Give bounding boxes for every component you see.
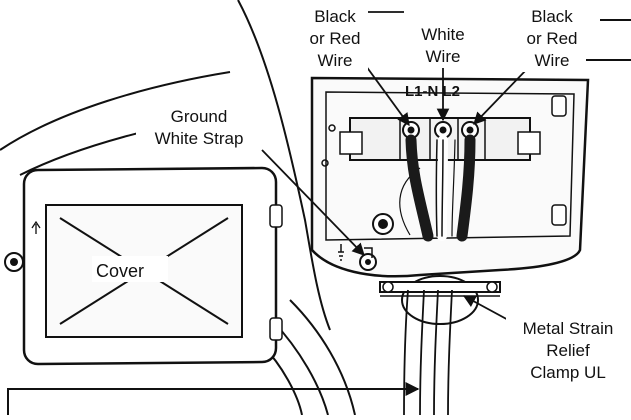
label-black-red-left: Black or Red Wire: [309, 7, 360, 70]
svg-text:White Strap: White Strap: [155, 129, 244, 148]
label-strain-relief: Metal Strain Relief Clamp UL: [523, 319, 614, 382]
access-cover: Cover: [4, 166, 283, 366]
label-black-red-right: Black or Red Wire: [526, 7, 577, 70]
svg-text:White: White: [421, 25, 464, 44]
strain-relief-clamp: [379, 275, 501, 325]
svg-text:Ground: Ground: [171, 107, 228, 126]
cover-label: Cover: [96, 261, 144, 281]
label-ground-strap: Ground White Strap: [155, 107, 244, 148]
ground-symbol-icon: [338, 244, 344, 261]
svg-text:or Red: or Red: [526, 29, 577, 48]
arrow-up-icon: [31, 220, 41, 234]
svg-text:Wire: Wire: [426, 47, 461, 66]
supply-wires: [405, 134, 476, 242]
power-cord: [403, 289, 453, 416]
terminal-recess: [310, 76, 590, 278]
terminal-labels: L1-N L2: [405, 83, 460, 100]
label-white-wire: White Wire: [421, 25, 464, 66]
svg-text:Black: Black: [314, 7, 356, 26]
label-leaders: [261, 11, 529, 323]
svg-text:Wire: Wire: [318, 51, 353, 70]
bottom-callout-frame: [7, 388, 418, 415]
ground-screw: [338, 213, 394, 271]
svg-text:Metal Strain: Metal Strain: [523, 319, 614, 338]
svg-text:Wire: Wire: [535, 51, 570, 70]
svg-text:or Red: or Red: [309, 29, 360, 48]
svg-text:Black: Black: [531, 7, 573, 26]
svg-text:Clamp UL: Clamp UL: [530, 363, 606, 382]
svg-text:Relief: Relief: [546, 341, 590, 360]
